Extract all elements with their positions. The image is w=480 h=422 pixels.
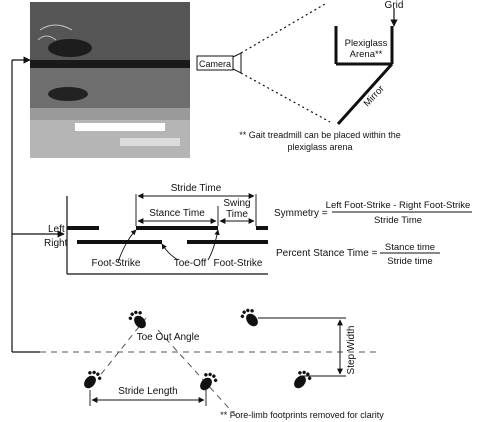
foot-strike-2-pointer bbox=[207, 229, 220, 261]
footprint-diagram: Toe Out Angle Step Width Stride Length *… bbox=[40, 308, 384, 420]
right-stance-bar-2 bbox=[187, 240, 268, 244]
foot-strike-1-label: Foot-Strike bbox=[92, 258, 141, 269]
setup-note-line1: ** Gait treadmill can be placed within t… bbox=[239, 130, 401, 140]
toe-off-label: Toe-Off bbox=[174, 258, 207, 269]
toe-off-pointer bbox=[161, 243, 179, 261]
symmetry-formula: Symmetry = Left Foot-Strike - Right Foot… bbox=[274, 200, 472, 226]
paw-print-icon bbox=[84, 370, 102, 389]
camera-label: Camera bbox=[199, 59, 231, 69]
toe-out-line-1 bbox=[97, 317, 147, 379]
stance-time-label: Stance Time bbox=[149, 208, 205, 219]
mirror-line bbox=[336, 62, 394, 126]
treadmill-photo bbox=[30, 2, 190, 158]
swing-time-label-line2: Time bbox=[226, 209, 248, 220]
fov-line-bottom bbox=[240, 72, 331, 123]
symmetry-denominator: Stride Time bbox=[374, 215, 422, 226]
left-stance-bar-1 bbox=[67, 226, 99, 230]
paw-print-icon bbox=[200, 372, 218, 391]
camera-setup: Camera Grid Plexiglass Arena** Mirror **… bbox=[196, 0, 404, 152]
left-row-label: Left bbox=[48, 224, 65, 235]
percent-stance-formula: Percent Stance Time = Stance time Stride… bbox=[276, 242, 440, 267]
mirror-label: Mirror bbox=[362, 83, 387, 109]
left-stance-bar-2 bbox=[136, 226, 218, 230]
percent-stance-denominator: Stride time bbox=[387, 256, 432, 267]
percent-stance-numerator: Stance time bbox=[385, 242, 435, 253]
timing-diagram: Left Right Stride Time Stance Time Swing… bbox=[44, 183, 268, 275]
arena-label-line1: Plexiglass bbox=[345, 38, 388, 49]
foot-strike-1-pointer bbox=[117, 229, 137, 263]
foot-strike-2-label: Foot-Strike bbox=[214, 258, 263, 269]
paw-print-icon bbox=[128, 310, 146, 329]
left-stance-bar-3 bbox=[256, 226, 268, 230]
setup-note-line2: plexiglass arena bbox=[287, 142, 352, 152]
toe-out-angle-label: Toe Out Angle bbox=[137, 332, 200, 343]
stride-time-label: Stride Time bbox=[171, 183, 222, 194]
paw-print-icon bbox=[294, 370, 312, 389]
stride-length-label: Stride Length bbox=[118, 386, 178, 397]
swing-time-label-line1: Swing bbox=[223, 198, 250, 209]
camera-lens-icon bbox=[232, 52, 242, 74]
fov-line-top bbox=[240, 3, 326, 54]
connector-bracket bbox=[11, 56, 65, 353]
symmetry-numerator: Left Foot-Strike - Right Foot-Strike bbox=[326, 200, 471, 211]
right-row-label: Right bbox=[44, 238, 68, 249]
toe-out-line-2 bbox=[157, 329, 237, 417]
percent-stance-label: Percent Stance Time = bbox=[276, 248, 378, 259]
symmetry-label: Symmetry = bbox=[274, 208, 328, 219]
grid-label: Grid bbox=[385, 0, 404, 11]
arena-label-line2: Arena** bbox=[350, 49, 383, 60]
right-stance-bar-1 bbox=[77, 240, 162, 244]
paw-print-icon bbox=[240, 308, 258, 327]
footprint-note: ** Fore-limb footprints removed for clar… bbox=[220, 410, 384, 420]
step-width-label: Step Width bbox=[346, 326, 357, 375]
